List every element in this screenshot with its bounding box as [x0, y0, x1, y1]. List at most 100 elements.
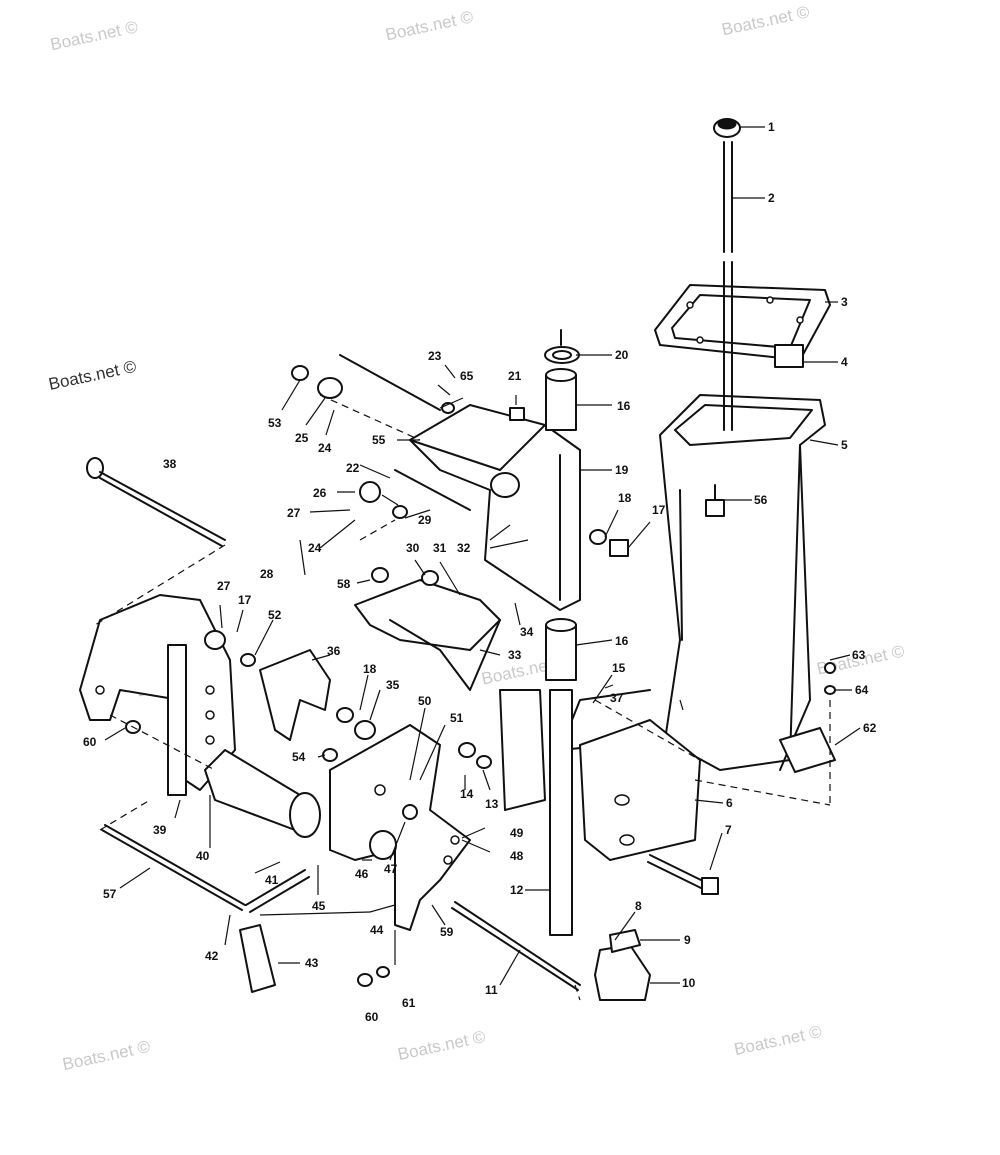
- water-tube: [713, 118, 741, 431]
- callout-10: 10: [682, 976, 696, 990]
- callout-29: 29: [418, 513, 432, 527]
- hardware: [125, 354, 836, 1001]
- callout-31: 31: [433, 541, 447, 555]
- tilt-pin-57: [101, 824, 246, 911]
- callout-60b: 60: [365, 1010, 379, 1024]
- swivel-pin: [544, 329, 580, 936]
- callout-25: 25: [295, 431, 309, 445]
- callout-55: 55: [372, 433, 386, 447]
- watermark: Boats.net ©: [384, 7, 476, 44]
- callout-65: 65: [460, 369, 474, 383]
- callout-11: 11: [485, 983, 498, 997]
- tilt-bolt-38: [86, 457, 226, 547]
- callout-2: 2: [768, 191, 775, 205]
- callout-40: 40: [196, 849, 210, 863]
- callout-18a: 18: [618, 491, 632, 505]
- callout-9: 9: [684, 933, 691, 947]
- watermark: Boats.net ©: [732, 1022, 824, 1059]
- callout-7: 7: [725, 823, 732, 837]
- trim-cylinder: [204, 749, 321, 838]
- callout-17b: 17: [238, 593, 252, 607]
- leader-lines: [104, 126, 861, 986]
- callout-42: 42: [205, 949, 219, 963]
- clamp-bracket-right: [329, 724, 471, 931]
- callout-58: 58: [337, 577, 351, 591]
- callout-labels: 1 2 3 4 5 6 7 8 9 10 11 12 13 14 15 16 1…: [83, 120, 877, 1024]
- callout-22: 22: [346, 461, 360, 475]
- adapter-plate: [654, 284, 831, 368]
- callout-19: 19: [615, 463, 629, 477]
- watermark: Boats.net ©: [720, 2, 812, 39]
- callout-18b: 18: [363, 662, 377, 676]
- callout-15: 15: [612, 661, 626, 675]
- callout-48: 48: [510, 849, 524, 863]
- swivel-bracket: [409, 404, 581, 611]
- watermark: Boats.net ©: [48, 17, 140, 54]
- callout-24b: 24: [308, 541, 322, 555]
- callout-43: 43: [305, 956, 319, 970]
- callout-47: 47: [384, 862, 398, 876]
- callout-21: 21: [508, 369, 522, 383]
- callout-63: 63: [852, 648, 866, 662]
- watermark-dark: Boats.net ©: [47, 357, 139, 394]
- callout-6: 6: [726, 796, 733, 810]
- callout-16a: 16: [617, 399, 631, 413]
- callout-44: 44: [370, 923, 384, 937]
- callout-45: 45: [312, 899, 326, 913]
- callout-50: 50: [418, 694, 432, 708]
- callout-41: 41: [265, 873, 279, 887]
- callout-62: 62: [863, 721, 877, 735]
- callout-53: 53: [268, 416, 282, 430]
- callout-20: 20: [615, 348, 629, 362]
- callout-13: 13: [485, 797, 499, 811]
- callout-30: 30: [406, 541, 420, 555]
- callout-17a: 17: [652, 503, 666, 517]
- watermark: Boats.net ©: [396, 1027, 488, 1064]
- tilt-lock: [354, 579, 501, 691]
- callout-57: 57: [103, 887, 117, 901]
- callout-14: 14: [460, 787, 474, 801]
- thrust-pad: [579, 719, 701, 861]
- callout-5: 5: [841, 438, 848, 452]
- callout-56: 56: [754, 493, 768, 507]
- clamp-bracket-left: [79, 594, 236, 796]
- callout-52: 52: [268, 608, 282, 622]
- callout-38: 38: [163, 457, 177, 471]
- callout-24a: 24: [318, 441, 332, 455]
- callout-46: 46: [355, 867, 369, 881]
- callout-32: 32: [457, 541, 471, 555]
- callout-35: 35: [386, 678, 400, 692]
- watermark: Boats.net ©: [61, 1037, 153, 1074]
- callout-37: 37: [610, 691, 624, 705]
- callout-59: 59: [440, 925, 454, 939]
- driveshaft-housing: [559, 394, 826, 771]
- callout-3: 3: [841, 295, 848, 309]
- callout-27b: 27: [217, 579, 231, 593]
- callout-60a: 60: [83, 735, 97, 749]
- callout-34: 34: [520, 625, 534, 639]
- callout-12: 12: [510, 883, 524, 897]
- callout-39: 39: [153, 823, 167, 837]
- bolt-7: [647, 854, 719, 895]
- callout-26: 26: [313, 486, 327, 500]
- bolt-56: [705, 484, 725, 517]
- callout-28: 28: [260, 567, 274, 581]
- callout-27a: 27: [287, 506, 301, 520]
- callout-51: 51: [450, 711, 464, 725]
- callout-54: 54: [292, 750, 306, 764]
- callout-49: 49: [510, 826, 524, 840]
- callout-8: 8: [635, 899, 642, 913]
- rod-11: [451, 901, 581, 991]
- reverse-lock-bracket: [259, 649, 331, 741]
- callout-64: 64: [855, 683, 869, 697]
- callout-4: 4: [841, 355, 848, 369]
- callout-61: 61: [402, 996, 416, 1010]
- callout-36: 36: [327, 644, 341, 658]
- callout-23: 23: [428, 349, 442, 363]
- callout-1: 1: [768, 120, 775, 134]
- callout-33: 33: [508, 648, 522, 662]
- assembly-guides: [94, 394, 831, 1001]
- callout-16b: 16: [615, 634, 629, 648]
